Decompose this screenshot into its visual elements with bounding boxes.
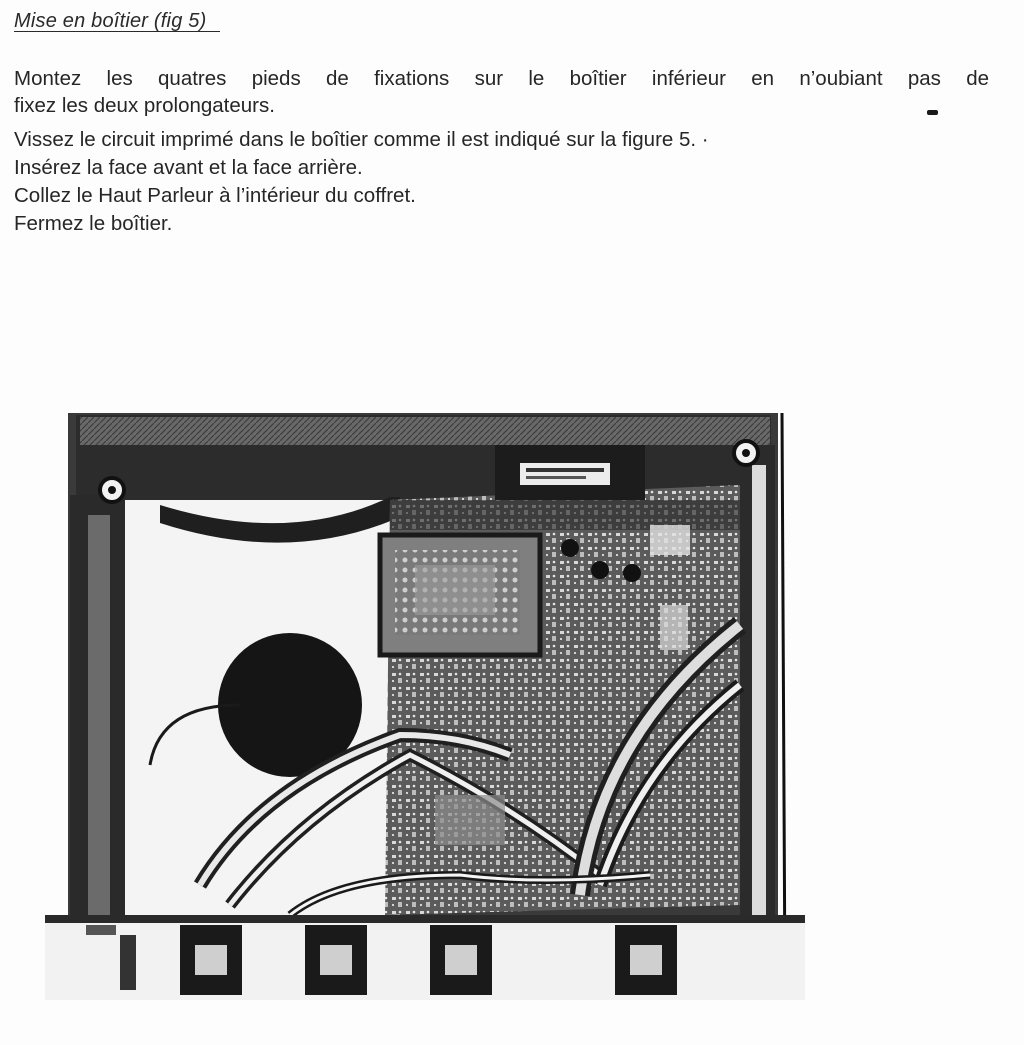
scan-speck xyxy=(927,110,938,115)
instructions-paragraph: Montez les quatres pieds de fixations su… xyxy=(14,64,989,238)
instruction-line: Collez le Haut Parleur à l’intérieur du … xyxy=(14,184,416,207)
instruction-line: fixez les deux prolongateurs. xyxy=(14,94,275,117)
instruction-line: Fermez le boîtier. xyxy=(14,212,173,235)
assembly-photo-figure xyxy=(40,405,810,1010)
section-heading: Mise en boîtier (fig 5) xyxy=(14,10,220,33)
photo-assembly-icon xyxy=(45,412,805,1000)
instruction-line: Vissez le circuit imprimé dans le boîtie… xyxy=(14,128,709,151)
instruction-line: Montez les quatres pieds de fixations su… xyxy=(14,67,989,90)
instruction-line: Insérez la face avant et la face arrière… xyxy=(14,156,363,179)
